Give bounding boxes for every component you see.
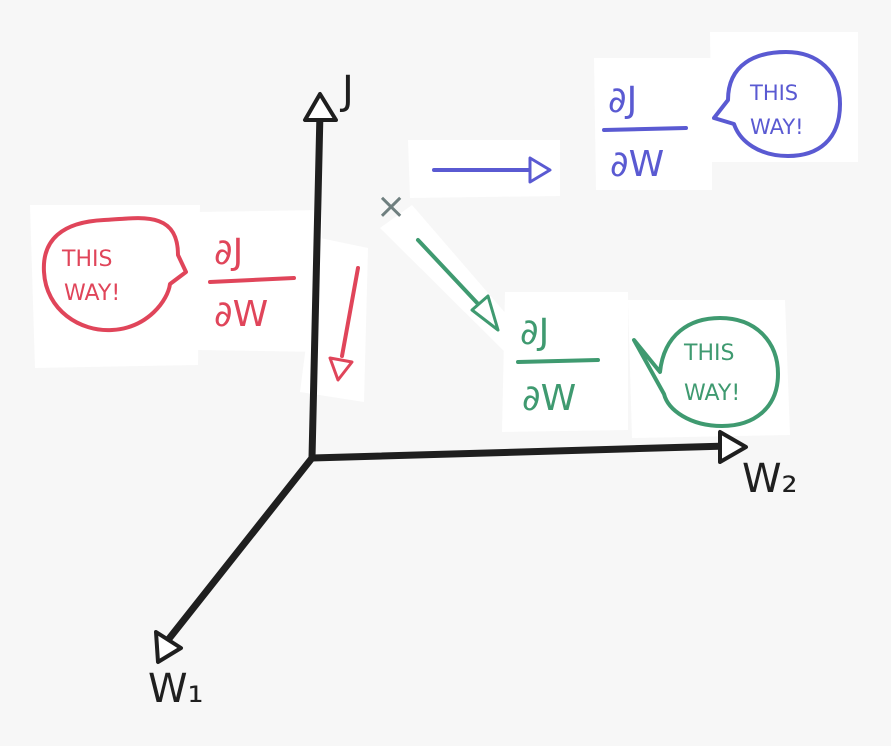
j-axis-arrowhead bbox=[303, 92, 338, 122]
green-gradient-group: ∂J ∂W THIS WAY! bbox=[416, 238, 780, 428]
red-gradient-group: ∂J ∂W THIS WAY! bbox=[41, 216, 360, 382]
blue-fraction-card bbox=[594, 58, 712, 190]
blue-numerator: ∂J bbox=[608, 80, 637, 121]
red-numerator: ∂J bbox=[214, 232, 243, 273]
green-fraction-bar bbox=[516, 358, 600, 364]
blue-bubble-line2: WAY! bbox=[750, 115, 804, 139]
red-speech-bubble bbox=[41, 216, 188, 333]
green-bubble-line1: THIS bbox=[683, 341, 734, 366]
j-axis-line bbox=[308, 108, 324, 462]
blue-bubble-line1: THIS bbox=[749, 81, 798, 105]
green-speech-bubble bbox=[632, 316, 780, 428]
w1-axis-label: W₁ bbox=[148, 666, 204, 712]
red-bubble-line2: WAY! bbox=[64, 281, 120, 306]
red-fraction-bar bbox=[208, 276, 296, 284]
green-numerator: ∂J bbox=[520, 312, 549, 353]
point-marker: × bbox=[376, 186, 406, 227]
red-arrowhead bbox=[328, 356, 354, 382]
j-axis-label: J bbox=[339, 68, 354, 114]
green-arrow-line bbox=[416, 238, 482, 308]
blue-arrowhead bbox=[528, 156, 552, 184]
red-bubble-line1: THIS bbox=[61, 247, 112, 272]
blue-speech-bubble bbox=[712, 50, 842, 158]
w2-axis-arrowhead bbox=[718, 430, 748, 464]
w2-axis-line bbox=[308, 442, 732, 462]
blue-gradient-group: ∂J ∂W THIS WAY! bbox=[432, 50, 842, 185]
blue-denominator: ∂W bbox=[610, 144, 664, 185]
blue-fraction-bar bbox=[602, 126, 688, 132]
green-arrowhead bbox=[470, 294, 500, 332]
w1-axis-arrowhead bbox=[154, 630, 183, 664]
green-bubble-line2: WAY! bbox=[684, 381, 740, 406]
w1-axis-line bbox=[164, 454, 316, 644]
red-bubble-card bbox=[30, 205, 200, 368]
axes bbox=[164, 108, 732, 644]
green-denominator: ∂W bbox=[522, 378, 576, 419]
red-arrow-line bbox=[340, 266, 360, 358]
w2-axis-label: W₂ bbox=[742, 456, 798, 502]
paper-cards bbox=[30, 32, 858, 438]
red-denominator: ∂W bbox=[214, 294, 268, 335]
axis-arrowheads bbox=[154, 92, 748, 664]
